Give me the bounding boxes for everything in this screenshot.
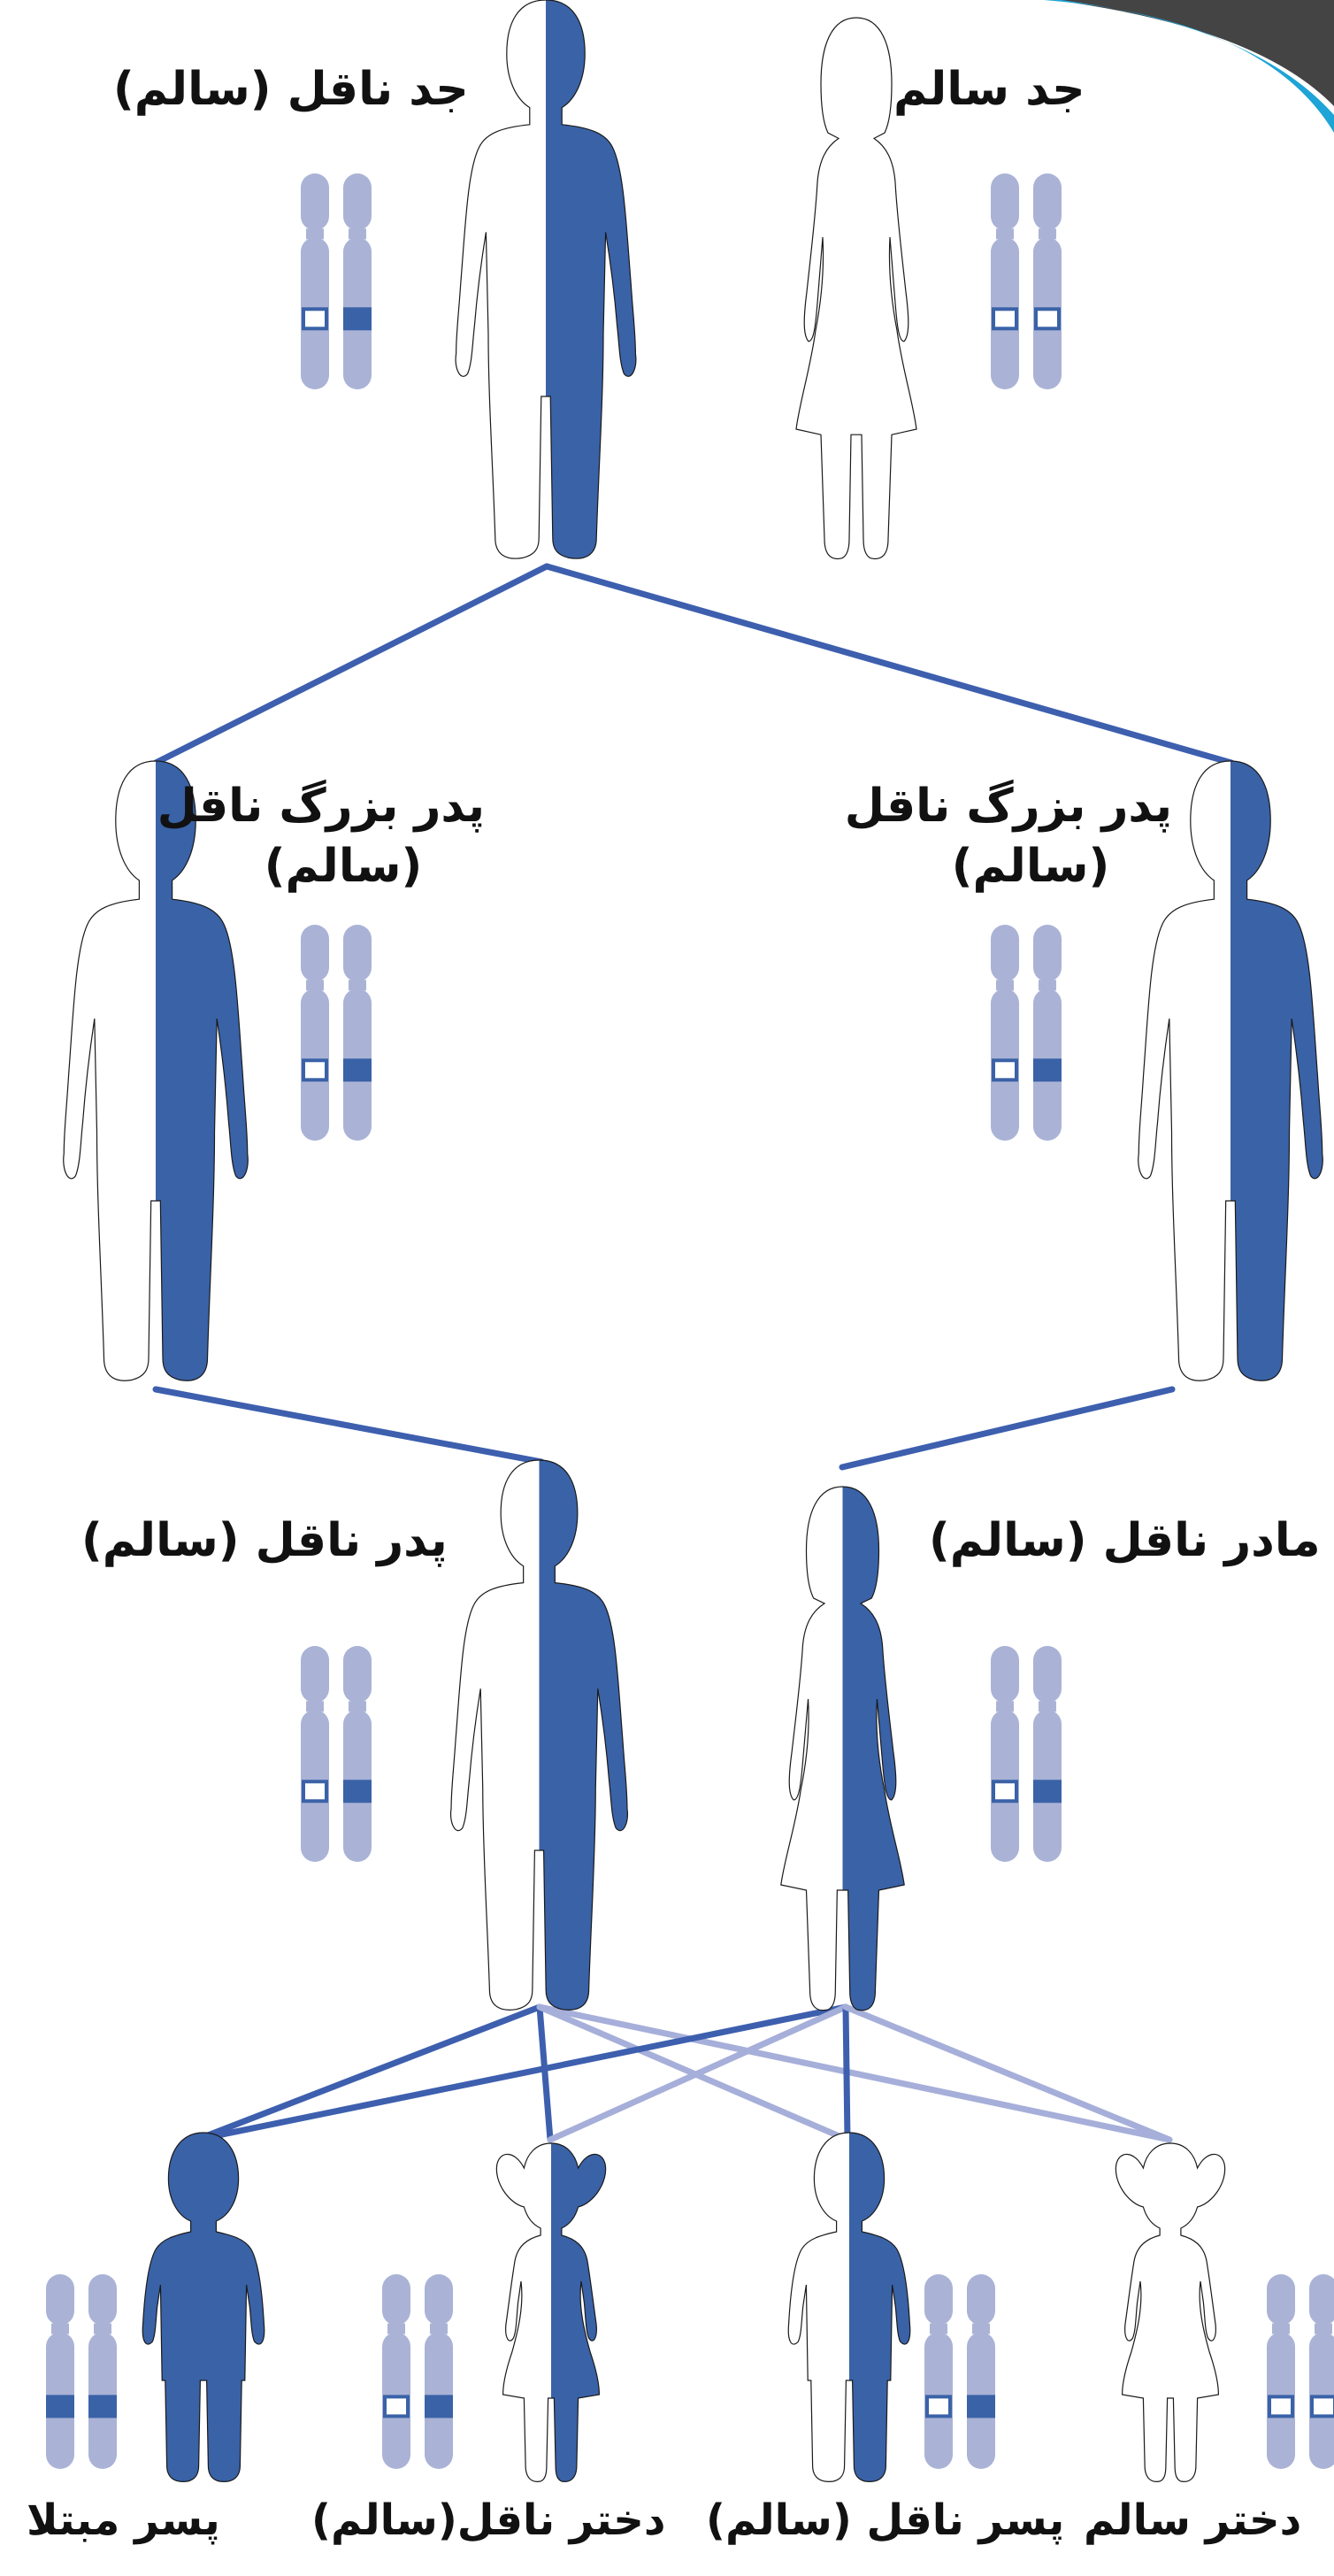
line-g1-to-g2-right [547, 566, 1231, 763]
label-g2-right-line1: پدر بزرگ ناقل [889, 779, 1172, 834]
gene-band-filled [425, 2395, 453, 2418]
line-father-to-child4 [540, 2007, 1169, 2140]
label-g3-father: پدر ناقل (سالم) [81, 1513, 448, 1568]
chromosome-pair-g3-mother [991, 1646, 1062, 1862]
person-figures [64, 0, 1323, 2481]
gene-band-filled [343, 1058, 372, 1081]
label-child-affected-son: پسر مبتلا [27, 2495, 220, 2547]
gene-band-filled [343, 307, 372, 330]
carrier-half-g1-grandfather [456, 0, 636, 558]
gene-band-empty [927, 2396, 950, 2416]
label-child-carrier-son: پسر ناقل (سالم) [706, 2495, 1064, 2547]
corner-decoration [1044, 0, 1334, 133]
line-g1-to-g2-left [156, 566, 547, 763]
line-father-to-child1 [196, 2007, 540, 2140]
figure-child-affected-son [142, 2133, 264, 2481]
gene-band-filled [46, 2395, 74, 2418]
chromosome-pair-child-1 [46, 2274, 117, 2469]
carrier-half-g3-father [451, 1460, 628, 2010]
gene-band-empty [1269, 2396, 1292, 2416]
figure-child-carrier-daughter [496, 2143, 605, 2481]
chromosome-pair-child-3 [924, 2274, 995, 2469]
gene-band-filled [343, 1780, 372, 1803]
chromosome-pair-child-4 [1267, 2274, 1334, 2469]
chromosome-pair-g1-right [991, 173, 1062, 389]
line-father-to-child2 [540, 2007, 550, 2140]
label-g3-mother: مادر ناقل (سالم) [929, 1513, 1321, 1568]
label-g1-healthy-grandmother: جد سالم [893, 62, 1085, 117]
label-g1-carrier-grandfather: جد ناقل (سالم) [113, 62, 469, 117]
figure-child-carrier-son [788, 2133, 909, 2481]
gene-band-empty [385, 2396, 408, 2416]
label-g2-left-line1: پدر بزرگ ناقل [202, 779, 485, 834]
gene-band-empty [993, 1060, 1016, 1080]
chromosome-pair-g2-left [301, 925, 372, 1141]
line-mother-to-child3 [846, 2007, 847, 2140]
gene-band-filled [88, 2395, 117, 2418]
line-mother-to-child4 [846, 2007, 1169, 2140]
gene-band-empty [1036, 309, 1059, 328]
figure-g1-grandfather [456, 0, 636, 558]
line-g2-right-to-mother [842, 1389, 1172, 1467]
label-g2-right-line2: (سالم) [889, 839, 1172, 894]
gene-band-filled [967, 2395, 995, 2418]
chromosome-pair-g1-left [301, 173, 372, 389]
gene-band-filled [1033, 1058, 1062, 1081]
gene-band-empty [993, 1781, 1016, 1801]
figure-g3-mother [781, 1487, 904, 2011]
corner-arc-dark [1053, 0, 1334, 106]
gene-band-empty [303, 309, 326, 328]
gene-band-empty [993, 309, 1016, 328]
chromosome-pair-g3-father [301, 1646, 372, 1862]
label-g2-left-line2: (سالم) [202, 839, 485, 894]
gene-band-empty [1312, 2396, 1334, 2416]
line-g2-left-to-father [156, 1389, 541, 1462]
label-child-healthy-daughter: دختر سالم [1084, 2495, 1301, 2547]
gene-band-filled [1033, 1780, 1062, 1803]
line-mother-to-child1 [196, 2007, 846, 2140]
label-child-carrier-daughter: دختر ناقل(سالم) [311, 2495, 665, 2547]
chromosome-pair-child-2 [382, 2274, 453, 2469]
gene-band-empty [303, 1060, 326, 1080]
figure-child-healthy-daughter [1116, 2143, 1224, 2481]
gene-band-empty [303, 1781, 326, 1801]
figure-g3-father [451, 1460, 628, 2010]
chromosome-pair-g2-right [991, 925, 1062, 1141]
